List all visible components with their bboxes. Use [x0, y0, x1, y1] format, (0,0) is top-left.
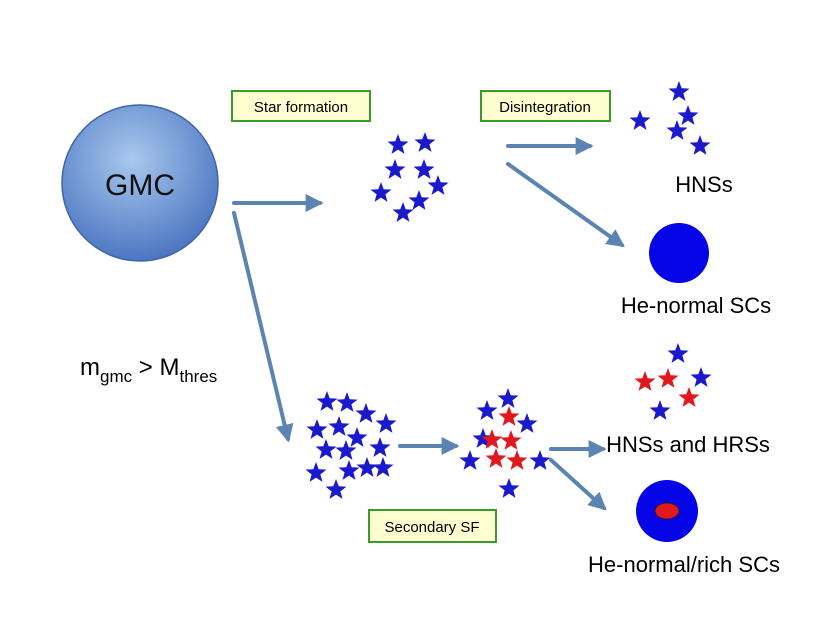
star-formation-label: Star formation — [254, 99, 348, 116]
star-icon — [634, 371, 656, 391]
star-icon — [678, 387, 700, 407]
star-icon — [338, 460, 360, 480]
star-icon — [328, 416, 350, 436]
gmc-cloud: GMC — [61, 104, 219, 262]
star-icon — [629, 110, 651, 130]
star-icon — [529, 450, 551, 470]
star-icon — [355, 403, 377, 423]
star-icon — [325, 479, 347, 499]
he-rich-cluster-core — [654, 502, 680, 520]
star-icon — [356, 457, 378, 477]
star-icon — [666, 120, 688, 140]
star-icon — [305, 462, 327, 482]
gmc-label: GMC — [105, 169, 175, 202]
he-normal-scs-label: He-normal SCs — [621, 293, 771, 318]
star-icon — [346, 427, 368, 447]
star-icon — [498, 478, 520, 498]
disintegration-label: Disintegration — [499, 99, 591, 116]
star-cluster-secondary — [459, 388, 551, 498]
star-cluster-formation — [370, 132, 449, 222]
star-icon — [667, 343, 689, 363]
arrows — [232, 137, 625, 511]
disintegration-box-bg — [480, 90, 611, 122]
star-icon — [408, 190, 430, 210]
star-formation-box: Star formation — [231, 90, 371, 122]
star-icon — [335, 440, 357, 460]
he-normal-cluster-disk-icon — [649, 223, 709, 283]
star-icon — [497, 388, 519, 408]
star-icon — [392, 202, 414, 222]
star-icon — [476, 400, 498, 420]
star-icon — [336, 392, 358, 412]
star-icon — [315, 439, 337, 459]
star-icon — [657, 368, 679, 388]
star-icon — [649, 400, 671, 420]
disintegration-box: Disintegration — [480, 90, 611, 122]
star-icon — [306, 419, 328, 439]
mass-threshold-condition: mgmc > Mthres — [80, 354, 217, 386]
star-icon — [516, 413, 538, 433]
star-icon — [427, 175, 449, 195]
star-group-hns — [629, 81, 711, 155]
star-icon — [384, 159, 406, 179]
star-icon — [369, 437, 391, 457]
star-icon — [677, 105, 699, 125]
secondary-sf-label: Secondary SF — [384, 519, 479, 536]
secondary-sf-box-bg — [368, 509, 497, 543]
star-icon — [506, 450, 528, 470]
secondary-sf-box: Secondary SF — [368, 509, 497, 543]
star-icon — [370, 182, 392, 202]
star-icon — [375, 413, 397, 433]
he-rich-cluster-disk-icon — [636, 480, 698, 542]
star-icon — [498, 406, 520, 426]
arrow-icon — [232, 211, 294, 443]
he-normal-rich-scs-label: He-normal/rich SCs — [588, 552, 780, 577]
star-icon — [387, 134, 409, 154]
gmc-circle — [61, 104, 219, 262]
star-icon — [485, 448, 507, 468]
star-formation-box-bg — [231, 90, 371, 122]
hnss-and-hrss-label: HNSs and HRSs — [606, 432, 770, 457]
star-icon — [372, 457, 394, 477]
star-icon — [459, 450, 481, 470]
star-icon — [689, 135, 711, 155]
arrow-icon — [549, 458, 607, 511]
arrow-icon — [506, 162, 625, 248]
star-icon — [690, 367, 712, 387]
star-cluster-massive — [305, 391, 397, 499]
star-group-hns-hrs — [634, 343, 712, 420]
star-icon — [481, 429, 503, 449]
star-icon — [668, 81, 690, 101]
star-icon — [413, 159, 435, 179]
star-icon — [500, 430, 522, 450]
hnss-label: HNSs — [675, 172, 732, 197]
star-icon — [414, 132, 436, 152]
star-icon — [316, 391, 338, 411]
star-icon — [472, 428, 494, 448]
